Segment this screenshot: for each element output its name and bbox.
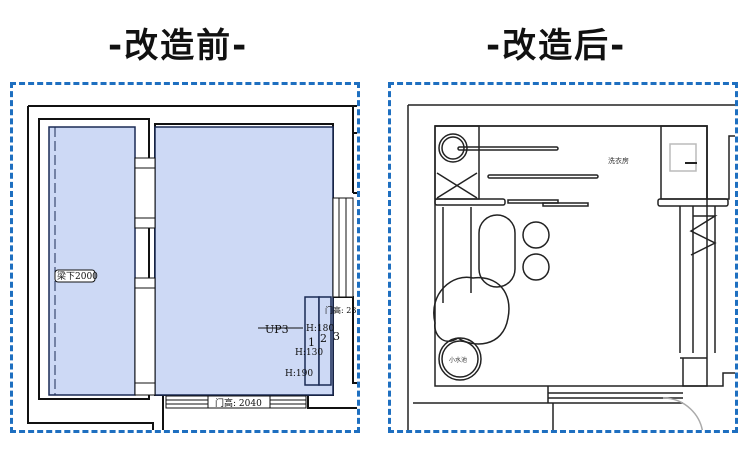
door-height-bottom: 门高: 2040 (215, 397, 262, 409)
before-floor-plan: 梁下2000 UP3 H:180 H:130 H:190 1 2 3 门高: 2… (27, 105, 360, 430)
before-title: -改造前- (108, 26, 249, 66)
step-number-2: 2 (320, 332, 327, 345)
room-left (48, 126, 136, 396)
after-floor-plan: 洗衣房 小水池 (407, 104, 735, 430)
small-pool-label: 小水池 (449, 356, 467, 364)
after-plan-panel: 洗衣房 小水池 (388, 82, 738, 433)
laundry-room-label: 洗衣房 (608, 156, 629, 165)
step-number-1: 1 (308, 336, 315, 349)
step-number-3: 3 (333, 330, 340, 343)
stair-up-label: UP3 (265, 323, 289, 336)
step-height-190: H:190 (285, 369, 313, 379)
door-height-right: 门高: 2330 (325, 305, 360, 315)
after-title: -改造后- (486, 26, 627, 66)
beam-height-label: 梁下2000 (57, 270, 98, 282)
stair-step-2 (318, 296, 332, 386)
step-height-180: H:180 (306, 324, 334, 334)
room-main (154, 126, 334, 396)
before-plan-panel: 梁下2000 UP3 H:180 H:130 H:190 1 2 3 门高: 2… (10, 82, 360, 433)
step-height-130: H:130 (295, 348, 323, 358)
